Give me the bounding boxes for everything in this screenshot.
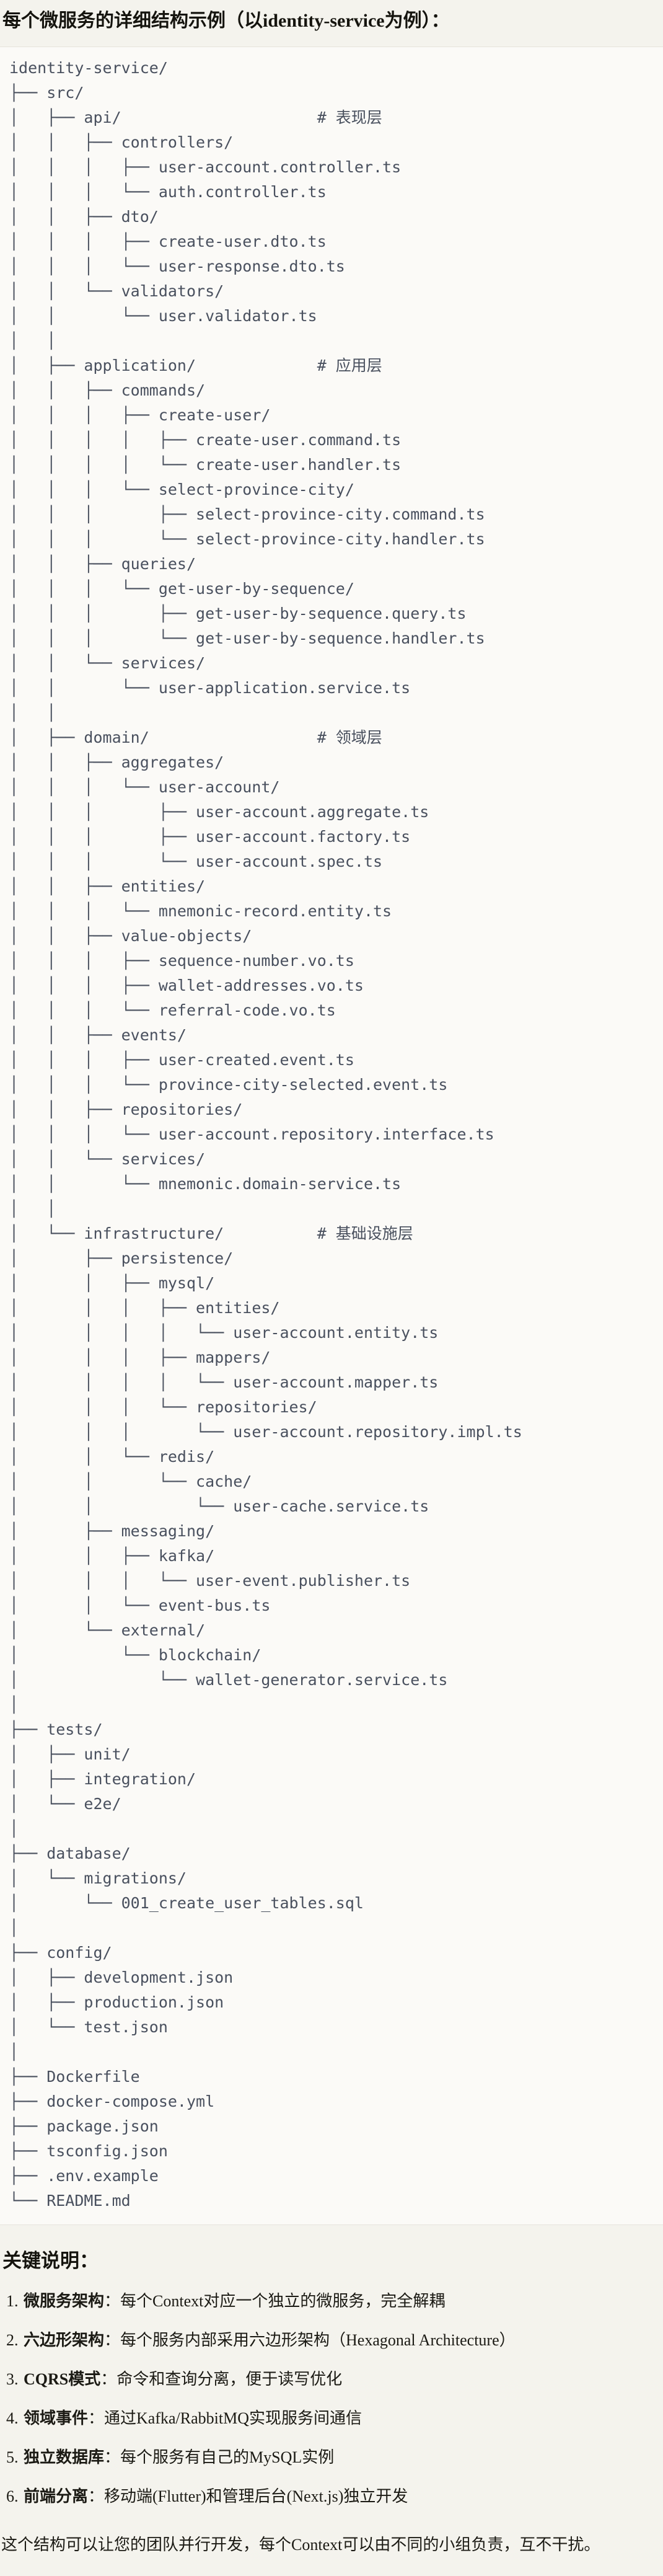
- list-item: 3. CQRS模式：命令和查询分离，便于读写优化: [6, 2367, 661, 2392]
- notes-list: 1. 微服务架构：每个Context对应一个独立的微服务，完全解耦 2. 六边形架构…: [2, 2289, 661, 2509]
- list-item-term: 独立数据库: [24, 2448, 105, 2466]
- list-item-number: 3.: [6, 2370, 19, 2388]
- list-item-number: 6.: [6, 2487, 19, 2505]
- closing-paragraph: 这个结构可以让您的团队并行开发，每个Context可以由不同的小组负责，互不干扰…: [1, 2535, 600, 2554]
- list-item-number: 2.: [6, 2330, 19, 2349]
- list-item-term: 领域事件: [24, 2409, 89, 2427]
- list-item: 4. 领域事件：通过Kafka/RabbitMQ实现服务间通信: [6, 2406, 661, 2431]
- list-item-text: ：每个服务内部采用六边形架构（Hexagonal Architecture）: [104, 2330, 516, 2349]
- directory-tree: identity-service/ ├── src/ │ ├── api/ # …: [9, 58, 522, 2210]
- list-item: 2. 六边形架构：每个服务内部采用六边形架构（Hexagonal Architec…: [6, 2328, 661, 2353]
- list-item-text: ：每个服务有自己的MySQL实例: [104, 2448, 335, 2466]
- list-item: 6. 前端分离：移动端(Flutter)和管理后台(Next.js)独立开发: [6, 2484, 661, 2509]
- code-block: identity-service/ ├── src/ │ ├── api/ # …: [0, 46, 663, 2225]
- list-item-text: ：移动端(Flutter)和管理后台(Next.js)独立开发: [88, 2487, 408, 2505]
- list-item-number: 5.: [6, 2448, 19, 2466]
- list-item-term: CQRS模式: [24, 2370, 101, 2388]
- list-item-term: 六边形架构: [24, 2330, 105, 2349]
- list-item-text: ：通过Kafka/RabbitMQ实现服务间通信: [88, 2409, 362, 2427]
- list-item-number: 1.: [6, 2291, 19, 2310]
- page-title: 每个微服务的详细结构示例（以identity-service为例）：: [2, 11, 450, 31]
- list-item: 1. 微服务架构：每个Context对应一个独立的微服务，完全解耦: [6, 2289, 661, 2314]
- list-item-text: ：每个Context对应一个独立的微服务，完全解耦: [104, 2291, 446, 2310]
- list-item-term: 微服务架构: [24, 2291, 105, 2310]
- list-item-number: 4.: [6, 2409, 19, 2427]
- list-item-term: 前端分离: [24, 2487, 89, 2505]
- list-item-text: ：命令和查询分离，便于读写优化: [100, 2370, 343, 2388]
- notes-heading: 关键说明：: [2, 2249, 99, 2272]
- list-item: 5. 独立数据库：每个服务有自己的MySQL实例: [6, 2445, 661, 2470]
